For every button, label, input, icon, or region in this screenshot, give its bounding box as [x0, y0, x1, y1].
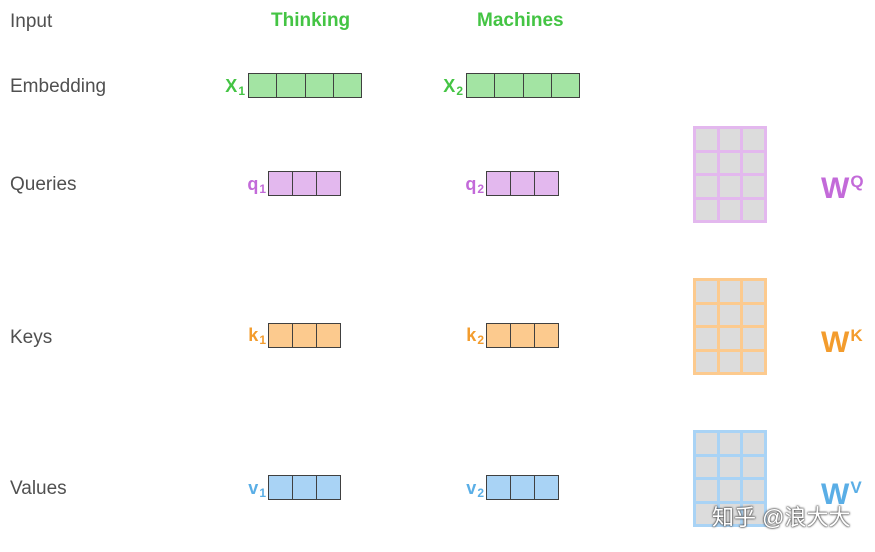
matrix-cell: [719, 304, 741, 325]
matrix-cell: [696, 199, 717, 220]
q1-query-vector: [268, 171, 341, 196]
matrix-cell: [743, 480, 764, 501]
matrix-cell: [719, 456, 741, 477]
matrix-cell: [743, 328, 764, 349]
matrix-cell: [696, 176, 717, 197]
row-label-input: Input: [10, 11, 53, 32]
row-label-queries: Queries: [10, 174, 77, 195]
matrix-cell: [719, 351, 741, 372]
matrix-cell: [696, 456, 717, 477]
matrix-cell: [743, 351, 764, 372]
matrix-cell: [696, 480, 717, 501]
matrix-cell: [696, 503, 717, 524]
matrix-cell: [696, 281, 717, 302]
matrix-cell: [743, 456, 764, 477]
v1-label: v1: [248, 478, 266, 500]
matrix-cell: [696, 351, 717, 372]
wk-label: WK: [821, 326, 863, 359]
input-word-thinking: Thinking: [271, 10, 351, 31]
matrix-cell: [696, 433, 717, 454]
wq-weight-matrix: [693, 126, 767, 223]
matrix-cell: [696, 304, 717, 325]
matrix-cell: [696, 328, 717, 349]
matrix-cell: [743, 433, 764, 454]
row-label-embedding: Embedding: [10, 76, 107, 97]
matrix-cell: [743, 129, 764, 150]
x2-label: X2: [443, 76, 463, 98]
matrix-cell: [719, 328, 741, 349]
matrix-cell: [719, 129, 741, 150]
wk-weight-matrix: [693, 278, 767, 375]
x1-embedding-vector: [248, 73, 362, 98]
v2-label: v2: [466, 478, 484, 500]
matrix-cell: [719, 176, 741, 197]
zhihu-watermark: 知乎 @浪大大: [712, 505, 851, 530]
q1-label: q1: [247, 174, 266, 196]
k2-key-vector: [486, 323, 559, 348]
v1-value-vector: [268, 475, 341, 500]
wv-weight-matrix: [693, 430, 767, 527]
input-word-machines: Machines: [477, 10, 564, 31]
wq-label: WQ: [821, 172, 864, 205]
matrix-cell: [719, 480, 741, 501]
matrix-cell: [719, 433, 741, 454]
row-label-values: Values: [10, 478, 67, 499]
v2-value-vector: [486, 475, 559, 500]
matrix-cell: [743, 199, 764, 220]
matrix-cell: [743, 304, 764, 325]
matrix-cell: [743, 281, 764, 302]
k1-key-vector: [268, 323, 341, 348]
matrix-cell: [743, 176, 764, 197]
row-label-keys: Keys: [10, 327, 53, 348]
matrix-cell: [719, 281, 741, 302]
x1-label: X1: [225, 76, 245, 98]
wv-label: WV: [821, 478, 862, 511]
k1-label: k1: [248, 325, 266, 347]
matrix-cell: [719, 503, 741, 524]
matrix-cell: [696, 152, 717, 173]
matrix-cell: [743, 152, 764, 173]
q2-query-vector: [486, 171, 559, 196]
matrix-cell: [696, 129, 717, 150]
matrix-cell: [719, 199, 741, 220]
x2-embedding-vector: [466, 73, 580, 98]
matrix-cell: [719, 152, 741, 173]
q2-label: q2: [465, 174, 484, 196]
k2-label: k2: [466, 325, 484, 347]
matrix-cell: [743, 503, 764, 524]
